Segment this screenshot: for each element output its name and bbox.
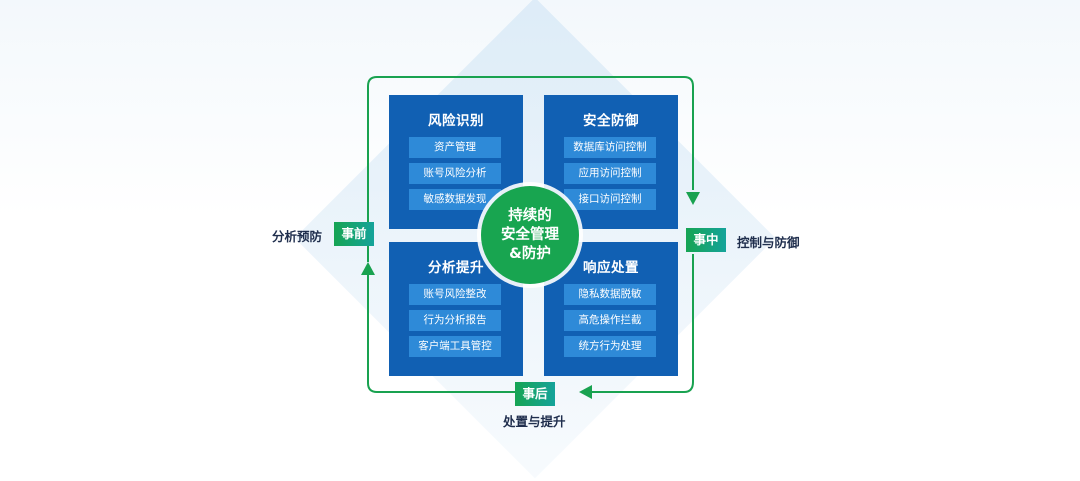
arrow-left-bottom [579, 385, 592, 399]
quadrant-item: 敏感数据发现 [409, 189, 501, 210]
phase-label-before: 分析预防 [272, 229, 323, 244]
quadrant-item: 应用访问控制 [564, 163, 656, 184]
quadrant-response-handling: 响应处置 隐私数据脱敏 高危操作拦截 统方行为处理 [544, 242, 678, 376]
cycle-loop-bottom-left [367, 274, 516, 393]
center-text-line1: 持续的 [508, 207, 552, 224]
phase-label-during: 控制与防御 [737, 235, 800, 250]
arrow-up-left [361, 262, 375, 275]
center-circle: 持续的 安全管理 &防护 [481, 186, 579, 284]
phase-badge-before: 事前 [334, 222, 374, 246]
quadrant-item: 资产管理 [409, 137, 501, 158]
quadrant-item: 客户端工具管控 [409, 336, 501, 357]
quadrant-item: 统方行为处理 [564, 336, 656, 357]
quadrant-title: 安全防御 [583, 113, 639, 129]
phase-label-after: 处置与提升 [503, 414, 566, 429]
center-text-line2: 安全管理 [501, 226, 559, 243]
phase-badge-during: 事中 [686, 228, 726, 252]
quadrant-title: 响应处置 [583, 260, 639, 276]
cycle-loop-bottom-right [588, 254, 694, 393]
center-text-line3: &防护 [509, 245, 551, 262]
quadrant-item: 账号风险整改 [409, 284, 501, 305]
quadrant-item: 隐私数据脱敏 [564, 284, 656, 305]
quadrant-item: 行为分析报告 [409, 310, 501, 331]
cycle-loop-top-right [367, 76, 694, 262]
quadrant-title: 风险识别 [428, 113, 484, 129]
quadrant-item: 接口访问控制 [564, 189, 656, 210]
quadrant-item: 账号风险分析 [409, 163, 501, 184]
quadrant-title: 分析提升 [428, 260, 484, 276]
phase-badge-after: 事后 [515, 382, 555, 406]
quadrant-item: 高危操作拦截 [564, 310, 656, 331]
arrow-down-right [686, 192, 700, 205]
quadrant-item: 数据库访问控制 [564, 137, 656, 158]
